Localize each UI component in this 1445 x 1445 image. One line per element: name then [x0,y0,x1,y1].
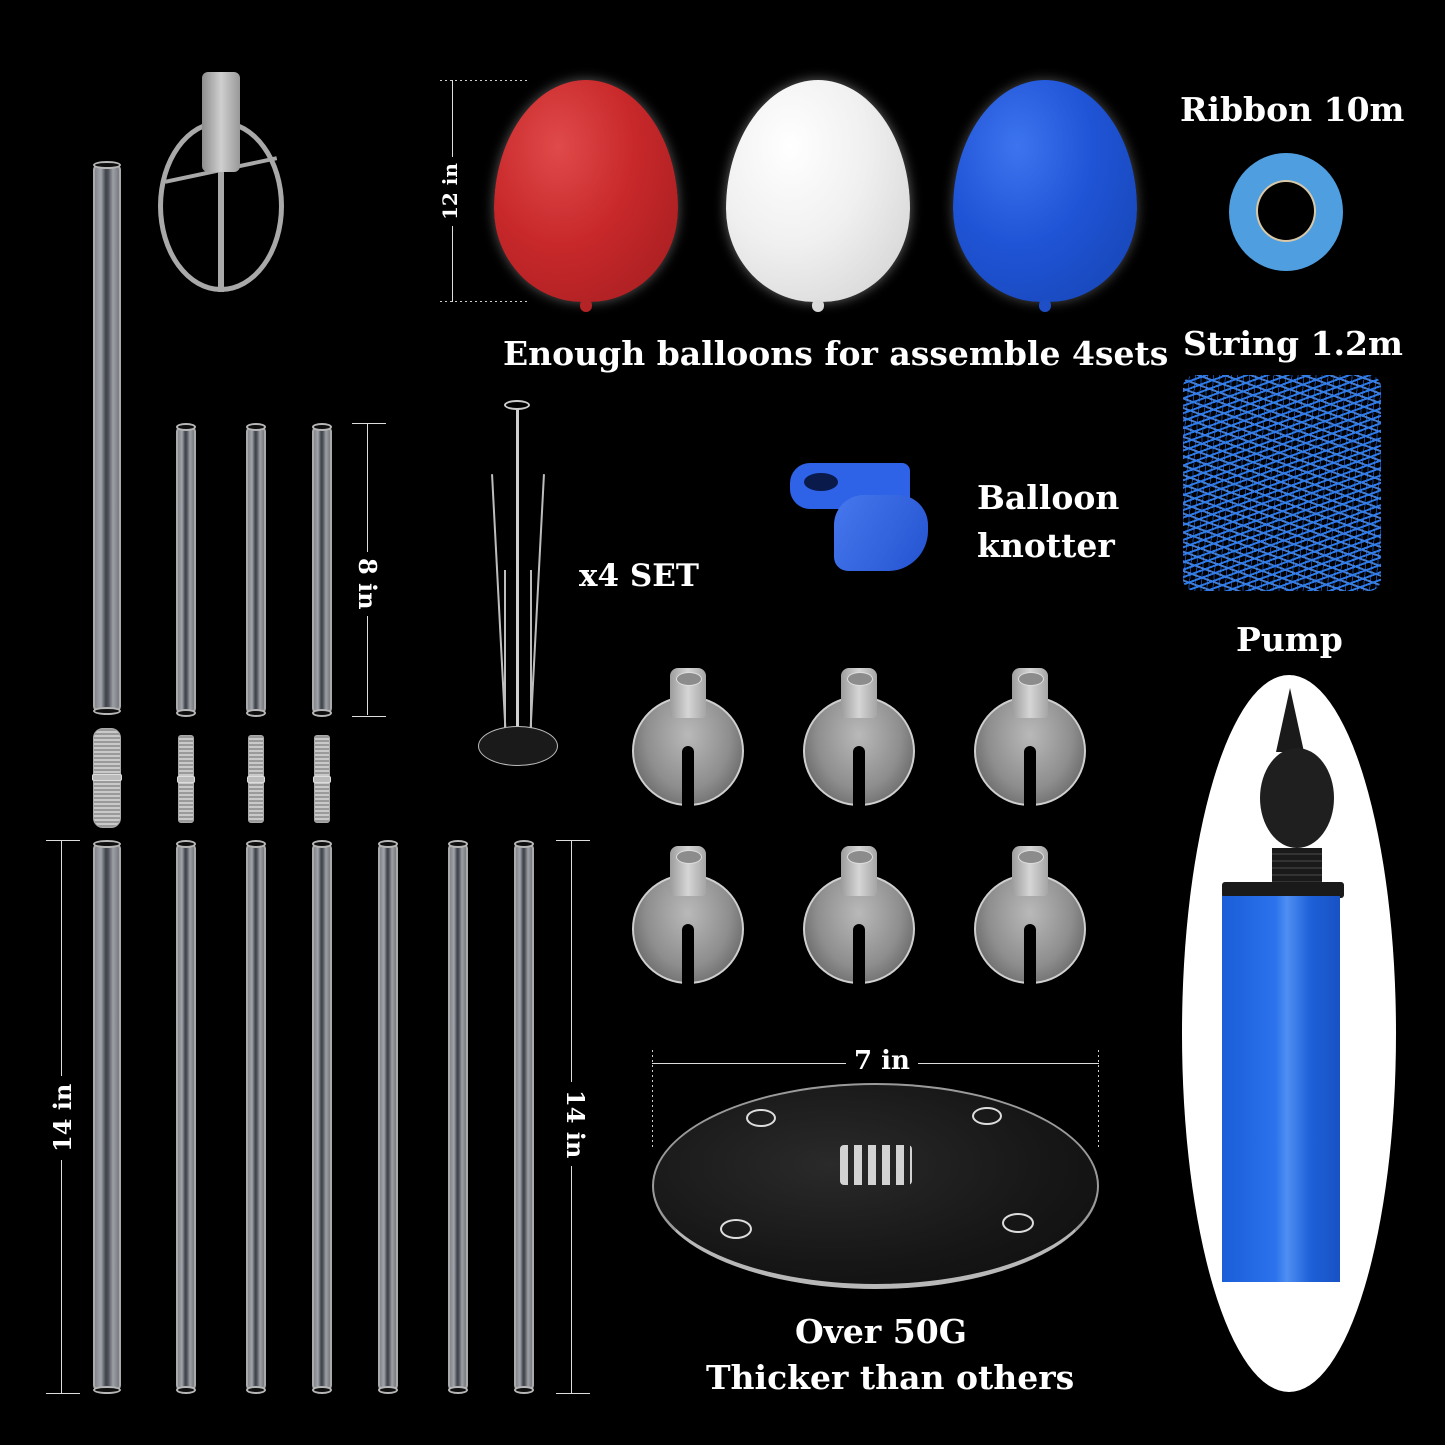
pump-barrel [1222,896,1340,1282]
tube-long-top [93,161,121,715]
plate-hole [972,1107,1002,1125]
tube-long [378,840,398,1394]
pump-nozzle [1276,688,1304,752]
plate-center-socket [840,1145,912,1185]
balloon-cup-holder [158,72,284,292]
pump [1218,676,1368,1386]
dimension-cap [46,1393,80,1394]
plate-hole [746,1109,776,1127]
tube-long [514,840,534,1394]
dimension-cap [440,301,530,302]
dimension-label-8in: 8 in [349,552,386,616]
dimension-cap [440,80,530,81]
balloon-knotter [790,455,930,573]
tube-long [448,840,468,1394]
tube-long [93,840,121,1394]
dimension-label-14in-right: 14 in [557,1082,594,1167]
balloon-cup [974,846,1086,984]
dimension-cap [556,840,590,841]
dimension-label-14in-left: 14 in [44,1075,81,1160]
balloon-white [726,80,910,312]
balloon-cup [974,668,1086,806]
tube-long [312,840,332,1394]
dimension-cap [652,1050,653,1150]
knotter-label-line2: knotter [977,526,1115,565]
balloon-stand-assembled [478,400,558,766]
base-plate-caption-line1: Over 50G [795,1312,967,1351]
dimension-label-12in: 12 in [436,157,464,226]
tube-short [312,423,332,717]
knotter-label-line1: Balloon [977,478,1120,517]
balloon-cup [632,846,744,984]
balloon-blue [953,80,1137,312]
pump-bulb [1260,748,1334,848]
plate-hole [720,1219,752,1239]
pump-label: Pump [1236,620,1343,659]
tube-short [176,423,196,717]
dimension-label-7in: 7 in [846,1046,918,1076]
string-bundle [1183,375,1381,591]
balloon-red [494,80,678,312]
balloons-caption: Enough balloons for assemble 4sets [503,334,1169,373]
connector [177,735,195,823]
dimension-cap [352,716,386,717]
connector [313,735,331,823]
balloon-cup [803,668,915,806]
ribbon-label: Ribbon 10m [1180,90,1405,129]
dimension-cap [556,1393,590,1394]
dimension-cap [1098,1050,1099,1150]
connector-large [92,728,122,828]
tube-long [176,840,196,1394]
base-plate [652,1083,1099,1289]
ribbon-roll-hole [1256,180,1316,242]
pump-cap [1222,882,1344,898]
dimension-cap [352,423,386,424]
tube-short [246,423,266,717]
balloon-cup [803,846,915,984]
tube-long [246,840,266,1394]
string-label: String 1.2m [1183,324,1403,363]
dimension-cap [46,840,80,841]
balloon-cup [632,668,744,806]
connector [247,735,265,823]
base-plate-caption-line2: Thicker than others [706,1358,1075,1397]
stand-quantity-label: x4 SET [579,558,699,594]
plate-hole [1002,1213,1034,1233]
